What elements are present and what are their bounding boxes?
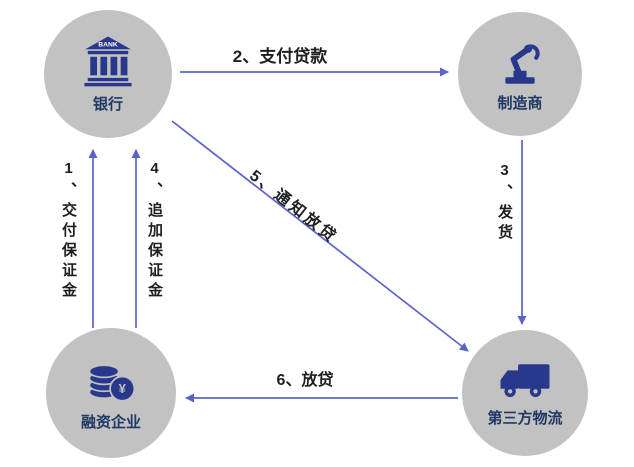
flow-label-ship: 3、发货 — [496, 162, 513, 244]
flow-arrow-5-notify-lend — [171, 120, 469, 352]
coins-icon-text: ¥ — [119, 381, 127, 396]
flow-label-extra-deposit: 4、追加保证金 — [146, 160, 163, 302]
node-third-party-logistics: 第三方物流 — [462, 330, 588, 456]
flow-label-deposit: 1、交付保证金 — [60, 160, 77, 302]
flow-label-pay-loan: 2、支付贷款 — [232, 47, 328, 66]
flow-label-lend: 6、放贷 — [276, 372, 334, 389]
bank-building-icon: BANK — [81, 34, 135, 88]
node-label-third-party-logistics: 第三方物流 — [487, 410, 563, 427]
truck-icon — [497, 358, 553, 402]
node-manufacturer: 制造商 — [458, 12, 582, 136]
coins-icon: ¥ — [83, 354, 139, 406]
node-label-bank: 银行 — [92, 96, 123, 113]
node-label-manufacturer: 制造商 — [497, 95, 543, 112]
robot-arm-icon — [494, 35, 546, 87]
node-label-financing-enterprise: 融资企业 — [80, 414, 141, 431]
bank-icon-text: BANK — [98, 42, 118, 49]
node-financing-enterprise: ¥ 融资企业 — [46, 328, 176, 458]
node-bank: BANK 银行 — [44, 10, 172, 138]
